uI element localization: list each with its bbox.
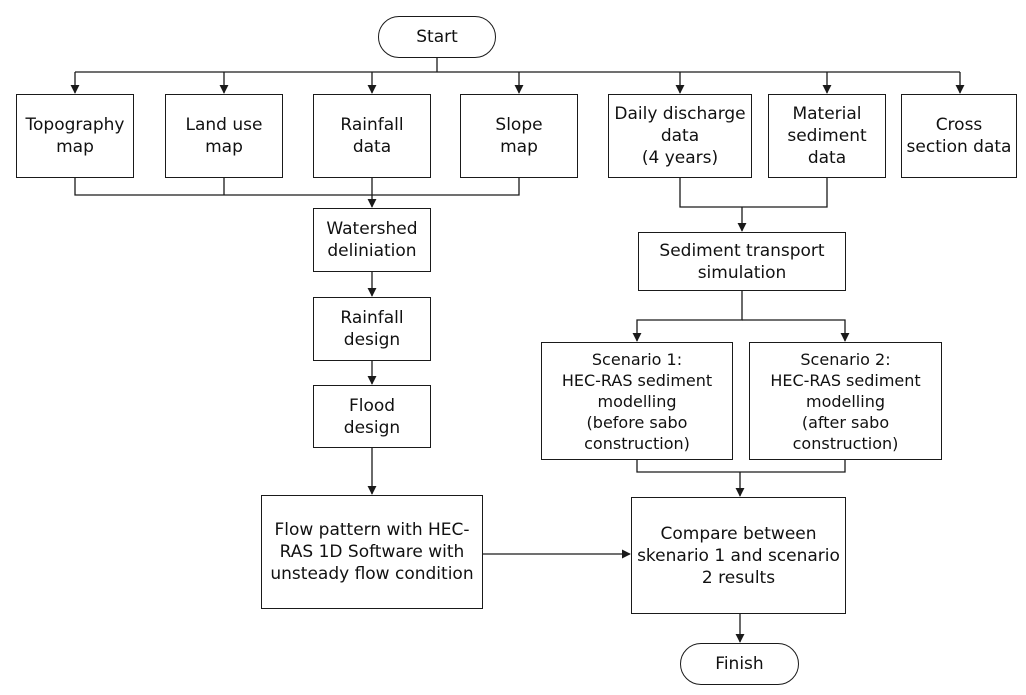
sediment-transport-simulation-box: Sediment transport simulation: [638, 232, 846, 291]
topography-map-box: Topography map: [16, 94, 134, 178]
arrow-to-scenario1: [632, 291, 743, 342]
flow-pattern-box: Flow pattern with HEC- RAS 1D Software w…: [261, 495, 483, 609]
rainfall-design-box: Rainfall design: [313, 297, 431, 361]
daily-discharge-box: Daily discharge data (4 years): [608, 94, 752, 178]
slope-map-box: Slope map: [460, 94, 578, 178]
cross-section-box: Cross section data: [901, 94, 1017, 178]
scenario-1-box: Scenario 1: HEC-RAS sediment modelling (…: [541, 342, 733, 460]
land-use-map-box: Land use map: [165, 94, 283, 178]
right-merge-bar: [679, 178, 828, 208]
start-terminal: Start: [378, 16, 496, 58]
rainfall-data-box: Rainfall data: [313, 94, 431, 178]
left-merge-bar: [74, 178, 520, 196]
flood-design-box: Flood design: [313, 385, 431, 448]
material-sediment-box: Material sediment data: [768, 94, 886, 178]
scenario-2-box: Scenario 2: HEC-RAS sediment modelling (…: [749, 342, 942, 460]
finish-terminal: Finish: [680, 643, 799, 685]
scenario-merge-bar: [636, 460, 846, 473]
arrow-to-scenario2: [742, 319, 850, 342]
watershed-delineation-box: Watershed deliniation: [313, 208, 431, 272]
compare-results-box: Compare between skenario 1 and scenario …: [631, 497, 846, 614]
